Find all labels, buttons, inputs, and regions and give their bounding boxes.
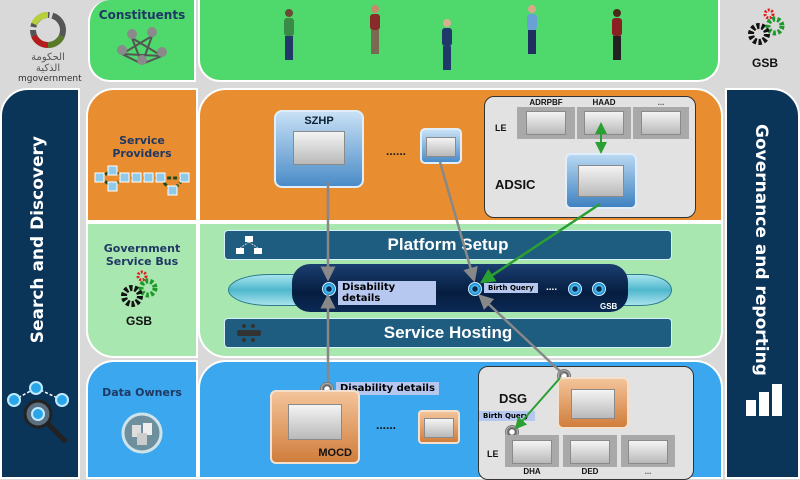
entity-label: DHA <box>523 467 541 476</box>
dsg-entity-more[interactable]: ... <box>621 435 675 476</box>
search-discovery-bar[interactable]: Search and Discovery <box>0 88 80 479</box>
service-providers-label-1: Service <box>119 134 165 147</box>
entity-label: DED <box>581 467 599 476</box>
gsb-top-label: GSB <box>751 56 778 70</box>
dsg-label: DSG <box>499 391 528 406</box>
dsg-entity-ded[interactable]: DED <box>563 435 617 476</box>
bar-chart-icon <box>746 384 782 416</box>
person-icon <box>284 9 294 60</box>
building-icon <box>571 389 615 419</box>
dsg-building[interactable] <box>557 377 629 429</box>
database-icon <box>121 412 163 454</box>
service-chain-icon <box>94 165 190 196</box>
platform-setup-label: Platform Setup <box>387 235 509 254</box>
adsic-entity-haad[interactable]: HAAD <box>577 98 631 139</box>
building-icon <box>288 404 342 440</box>
constituents-label: Constituents <box>98 8 186 22</box>
mgovernment-logo: الحكومة الذكية mgovernment <box>18 8 82 84</box>
gsb-icon-label: GSB <box>126 314 153 328</box>
governance-reporting-bar[interactable]: Governance and reporting <box>725 88 800 479</box>
person-icon <box>442 19 452 70</box>
disability-details-tag[interactable]: Disability details <box>336 382 439 395</box>
person-icon <box>527 5 537 54</box>
platform-setup-bar[interactable]: Platform Setup <box>224 230 672 260</box>
building-icon <box>584 111 624 135</box>
owner-building-small[interactable] <box>418 410 460 444</box>
logo-latin: mgovernment <box>18 74 82 84</box>
logo-ring-icon <box>30 12 66 48</box>
entity-label: HAAD <box>592 98 616 107</box>
service-node-icon[interactable] <box>322 282 336 296</box>
data-owners-label: Data Owners <box>102 386 182 399</box>
search-magnifier-icon <box>7 381 69 444</box>
bus-gsb-label: GSB <box>600 302 618 311</box>
gears-icon <box>121 270 158 307</box>
entity-label: ADRPBF <box>529 98 563 107</box>
data-owners-panel: Disability details MOCD ...... DSG Birth… <box>198 360 723 480</box>
person-icon <box>370 5 380 54</box>
building-icon <box>628 440 668 464</box>
service-providers-panel: SZHP ...... LE ADRPBF HAAD ... ADSIC <box>198 88 723 222</box>
constituents-label-panel: Constituents <box>88 0 196 82</box>
building-icon <box>578 165 624 197</box>
adsic-label: ADSIC <box>495 177 536 192</box>
adsic-group: LE ADRPBF HAAD ... ADSIC <box>484 96 696 218</box>
service-node-icon[interactable] <box>592 282 606 296</box>
le-label-top: LE <box>495 123 507 133</box>
adsic-entity-more[interactable]: ... <box>633 98 689 139</box>
gears-icon <box>748 8 785 45</box>
service-node-icon[interactable] <box>468 282 482 296</box>
birth-query-tag[interactable]: Birth Query <box>479 411 535 421</box>
provider-building-small[interactable] <box>420 128 462 164</box>
dsg-group: DSG Birth Query LE DHA DED ... <box>478 366 694 480</box>
network-icon <box>236 236 262 254</box>
providers-ellipsis: ...... <box>386 144 407 158</box>
building-icon <box>570 440 610 464</box>
bus-service-birth-query[interactable]: Birth Query <box>484 283 538 293</box>
gsb-panel: Platform Setup Disability details Birth … <box>198 222 723 358</box>
bus-ellipsis: .... <box>546 282 558 293</box>
building-icon <box>426 137 456 157</box>
search-discovery-label: Search and Discovery <box>28 136 48 344</box>
building-icon <box>293 131 345 165</box>
person-icon <box>612 9 622 60</box>
service-hosting-bar[interactable]: Service Hosting <box>224 318 672 348</box>
gsb-label-2: Service Bus <box>105 255 179 268</box>
szhp-label: SZHP <box>304 115 334 127</box>
governance-reporting-label: Governance and reporting <box>751 124 771 376</box>
gsb-label-1: Government <box>103 242 181 255</box>
owners-ellipsis: ...... <box>376 418 397 432</box>
gsb-label-panel: Government Service Bus GSB <box>86 222 198 358</box>
service-providers-label-panel: Service Providers <box>86 88 198 222</box>
bus-service-disability[interactable]: Disability details <box>338 281 436 305</box>
entity-label: ... <box>657 98 665 107</box>
service-providers-label-2: Providers <box>112 147 172 160</box>
building-icon <box>512 440 552 464</box>
service-node-icon[interactable] <box>568 282 582 296</box>
mocd-label: MOCD <box>318 447 352 459</box>
szhp-building[interactable]: SZHP <box>274 110 364 188</box>
entity-label: ... <box>644 467 652 476</box>
building-icon <box>641 111 681 135</box>
logo-arabic: الحكومة الذكية <box>31 52 65 74</box>
building-icon <box>526 111 566 135</box>
hosting-icon <box>237 324 261 342</box>
mocd-building[interactable]: MOCD <box>270 390 360 464</box>
people-network-icon <box>117 27 167 65</box>
adsic-building[interactable] <box>565 153 637 209</box>
service-hosting-label: Service Hosting <box>383 323 513 342</box>
constituents-panel <box>198 0 720 82</box>
data-owners-label-panel: Data Owners <box>86 360 198 479</box>
adsic-entity-adrpbf[interactable]: ADRPBF <box>517 98 575 139</box>
building-icon <box>424 418 454 438</box>
dsg-entity-dha[interactable]: DHA <box>505 435 559 476</box>
le-label-bottom: LE <box>487 449 499 459</box>
gsb-top-right: GSB <box>740 8 790 80</box>
